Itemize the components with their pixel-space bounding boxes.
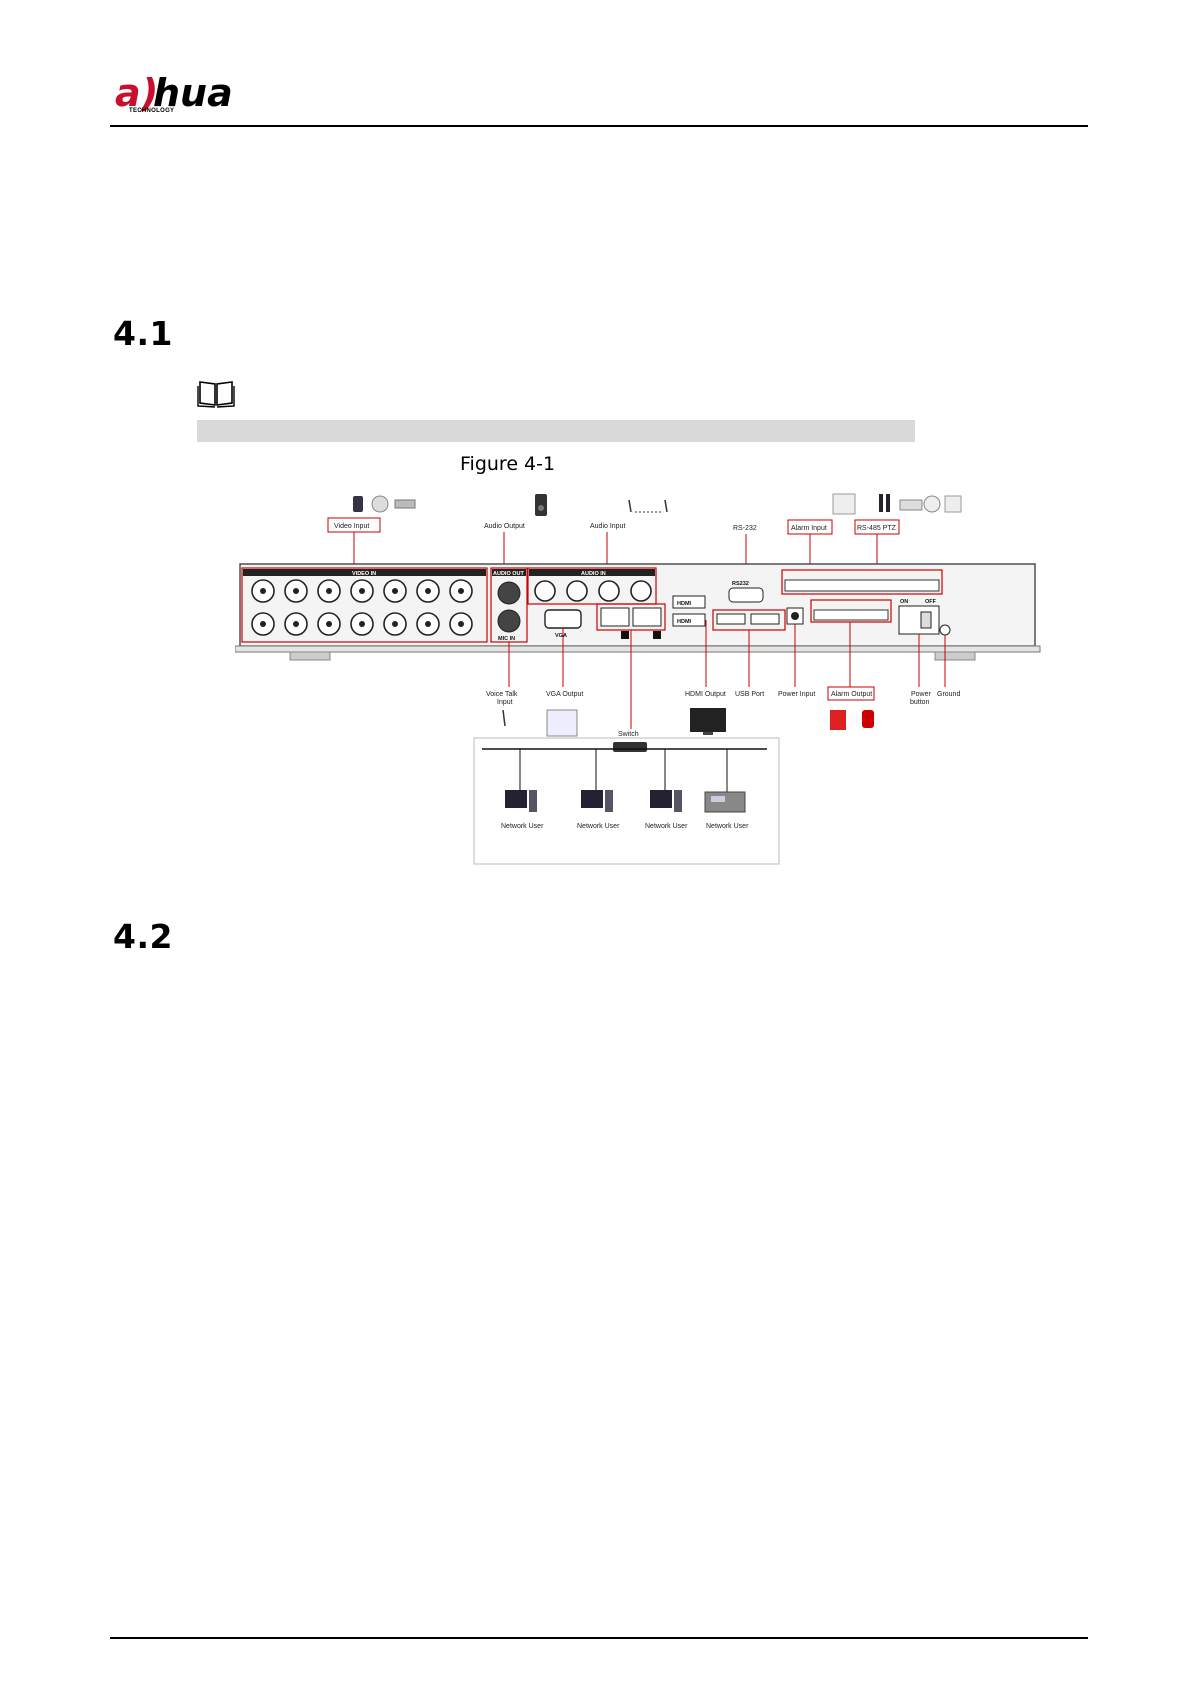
rs232-port-label: RS232 <box>732 581 749 587</box>
alarm-sensor-icons <box>832 493 890 515</box>
audio-in-title: AUDIO IN <box>581 571 606 577</box>
mic-in-title: MIC IN <box>498 636 515 642</box>
hdmi-port-1: HDMI <box>677 601 692 607</box>
footer-rule <box>110 1637 1088 1639</box>
network-user-1: Network User <box>501 823 544 830</box>
audio-output-label: Audio Output <box>484 523 525 530</box>
network-user-2: Network User <box>577 823 620 830</box>
audio-input-label: Audio Input <box>590 523 625 530</box>
book-icon <box>197 378 235 408</box>
microphone-icons <box>628 499 668 513</box>
hdmi-output-label: HDMI Output <box>685 691 726 698</box>
voice-talk-label: Voice Talk <box>486 691 518 698</box>
keyboard-controller-icon <box>704 791 746 813</box>
power-input-label: Power Input <box>778 691 815 698</box>
audio-out-title: AUDIO OUT <box>493 571 525 577</box>
bnc-centers <box>260 588 464 627</box>
rs485-label: RS-485 PTZ <box>857 525 897 532</box>
vga-output-label: VGA Output <box>546 691 583 698</box>
speaker-icon <box>535 494 547 516</box>
section-number: 4.2 <box>113 917 173 956</box>
on-label: ON <box>900 599 908 605</box>
switch-icon <box>613 742 647 752</box>
usb-port-label: USB Port <box>735 691 764 698</box>
section-number: 4.1 <box>113 314 173 353</box>
ground-label: Ground <box>937 691 960 698</box>
alarm-input-label: Alarm Input <box>791 525 827 532</box>
network-user-4: Network User <box>706 823 749 830</box>
video-input-label: Video Input <box>334 523 369 530</box>
logo-subtext: TECHNOLOGY <box>129 108 175 114</box>
mic-icon <box>502 709 506 727</box>
svg-text:hua: hua <box>153 71 233 115</box>
rs232-label: RS-232 <box>733 525 757 532</box>
hdmi-port-2: HDMI <box>677 619 692 625</box>
off-label: OFF <box>925 599 937 605</box>
alarm-device-icons <box>830 710 874 730</box>
rear-panel-diagram: Video Input Audio Output Audio Input RS-… <box>235 490 1047 880</box>
note-bar <box>197 420 915 442</box>
network-user-3: Network User <box>645 823 688 830</box>
power-button-label: Power <box>911 691 932 698</box>
svg-text:): ) <box>139 71 158 115</box>
bnc-connectors <box>251 579 473 636</box>
dahua-logo: a ) hua TECHNOLOGY <box>113 66 263 122</box>
video-in-title: VIDEO IN <box>352 571 376 577</box>
rear-panel-svg: Video Input Audio Output Audio Input RS-… <box>235 493 1041 865</box>
figure-caption: Figure 4-1 <box>460 453 556 475</box>
camera-icons <box>353 495 416 513</box>
header-rule <box>110 125 1088 127</box>
power-button-label-2: button <box>910 699 930 706</box>
svg-text:a: a <box>115 71 141 115</box>
ptz-camera-icons <box>899 495 962 513</box>
monitor-icon <box>546 709 578 737</box>
vga-title: VGA <box>555 633 567 639</box>
voice-talk-label-2: Input <box>497 699 513 706</box>
alarm-output-label: Alarm Output <box>831 691 872 698</box>
tv-icon <box>690 708 726 735</box>
computer-icons <box>505 790 682 812</box>
switch-label: Switch <box>618 731 639 738</box>
